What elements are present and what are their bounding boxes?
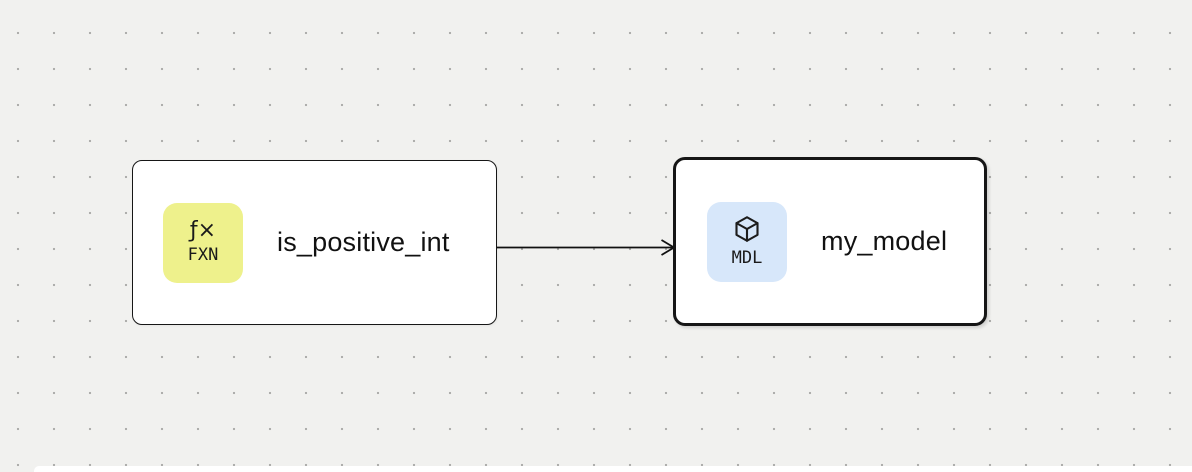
badge-tag-fxn: FXN [187, 244, 219, 265]
edge-is_positive_int-to-my_model[interactable] [497, 239, 676, 256]
node-label: is_positive_int [277, 227, 450, 257]
function-badge: ƒ× FXN [163, 202, 243, 283]
bottom-panel-edge [34, 466, 1192, 472]
model-badge: MDL [707, 201, 787, 282]
node-label: my_model [821, 226, 948, 256]
node-my_model[interactable]: MDL my_model [673, 157, 987, 326]
function-icon: ƒ× [189, 218, 217, 244]
cube-icon [735, 215, 759, 242]
badge-tag-mdl: MDL [731, 247, 763, 268]
node-is_positive_int[interactable]: ƒ× FXN is_positive_int [132, 160, 497, 325]
